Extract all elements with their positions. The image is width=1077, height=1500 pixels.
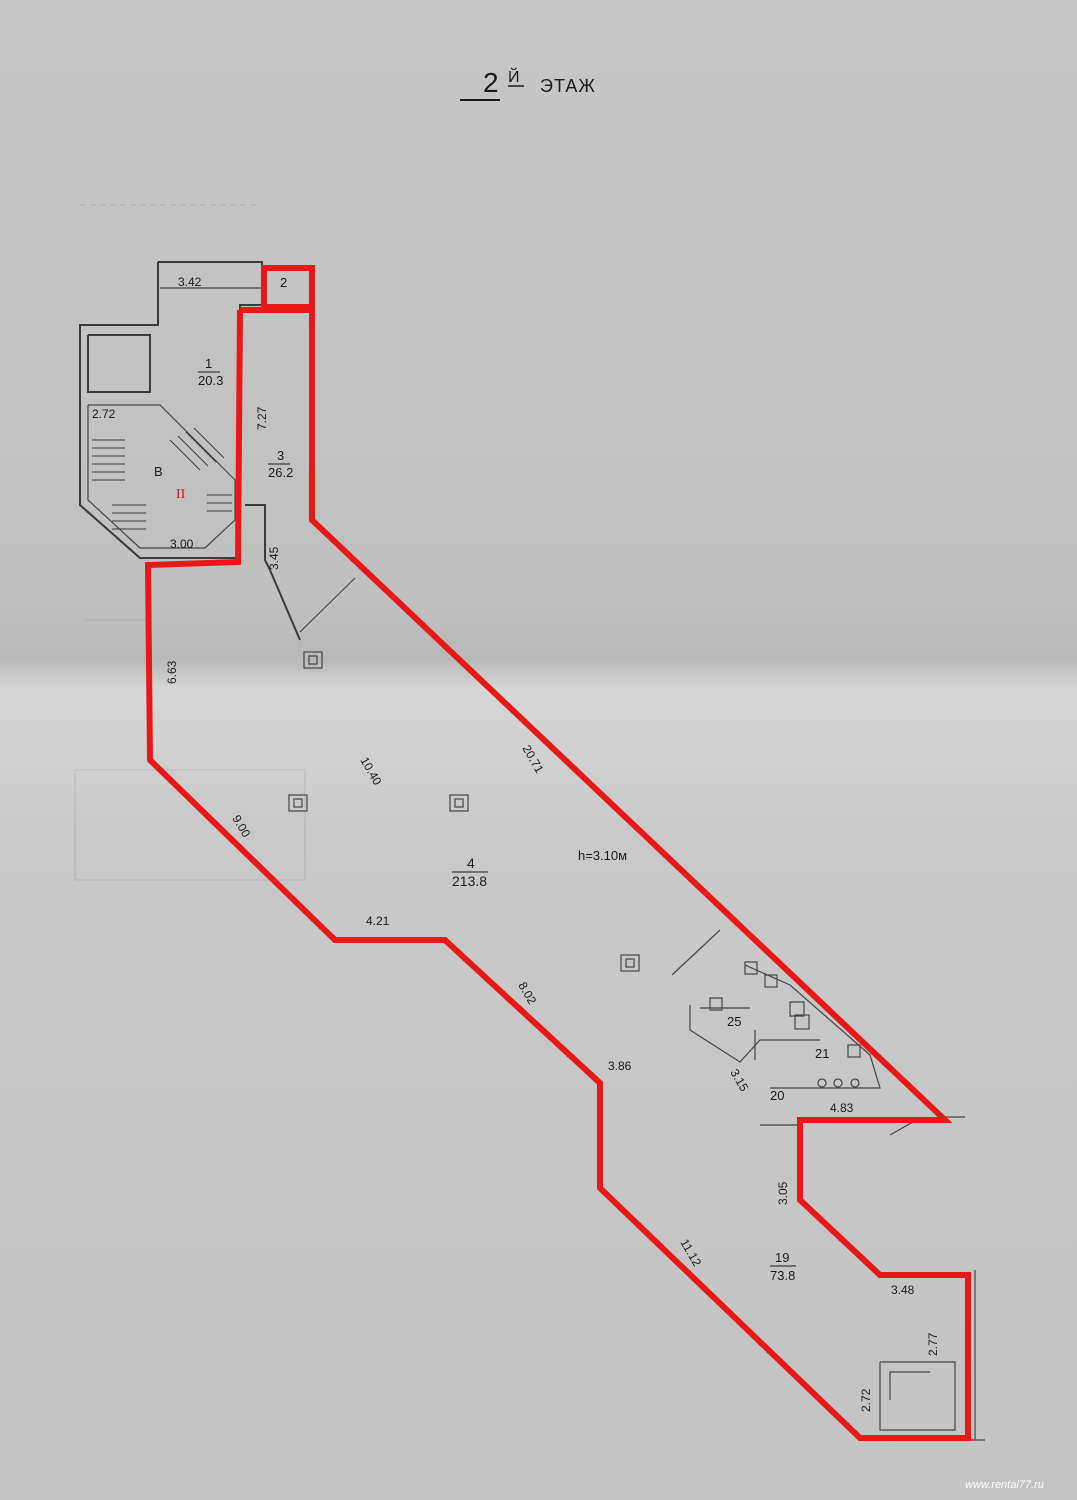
- dim-4-83: 4.83: [830, 1101, 854, 1115]
- dim-6-63: 6.63: [165, 660, 179, 684]
- dim-20-71: 20.71: [519, 743, 546, 776]
- room-2-label: 2: [280, 275, 287, 290]
- dimension-labels: 3.42 2.72 7.27 3.00 3.45 6.63 10.40 20.7…: [92, 275, 940, 1412]
- stair-block-letter: В: [154, 464, 163, 479]
- room-21-label: 21: [815, 1046, 829, 1061]
- dim-3-86: 3.86: [608, 1059, 632, 1073]
- page-title: 2 Й ЭТАЖ: [460, 67, 596, 101]
- floor-word: ЭТАЖ: [540, 76, 596, 96]
- svg-text:73.8: 73.8: [770, 1268, 795, 1283]
- highlight-room-2: [261, 265, 315, 310]
- dim-3-42: 3.42: [178, 275, 202, 289]
- room-25-label: 25: [727, 1014, 741, 1029]
- dim-4-21: 4.21: [366, 914, 390, 928]
- svg-text:4: 4: [467, 855, 475, 871]
- svg-text:213.8: 213.8: [452, 873, 487, 889]
- watermark: www.rental77.ru: [965, 1479, 1044, 1491]
- dim-10-40: 10.40: [357, 755, 384, 788]
- dim-7-27: 7.27: [255, 406, 269, 430]
- stair-roman-numeral: II: [176, 487, 186, 502]
- dim-3-48: 3.48: [891, 1283, 915, 1297]
- dim-3-00: 3.00: [170, 537, 194, 551]
- room-20-label: 20: [770, 1088, 784, 1103]
- columns: [288, 794, 640, 972]
- room-3-label: 3 26.2: [268, 448, 293, 480]
- dim-2-77: 2.77: [926, 1332, 940, 1356]
- room-1-label: 1 20.3: [198, 356, 223, 388]
- room-4-label: 4 213.8: [452, 855, 488, 889]
- svg-text:3: 3: [277, 448, 284, 463]
- floor-number: 2: [483, 67, 499, 98]
- svg-text:1: 1: [205, 356, 212, 371]
- background-smudges: [74, 204, 306, 881]
- dim-2-72-top: 2.72: [92, 407, 116, 421]
- dim-3-05: 3.05: [776, 1181, 790, 1205]
- wall-lines: [79, 261, 985, 1441]
- dim-8-02: 8.02: [515, 980, 539, 1008]
- highlight-rented-area: [144, 307, 971, 1441]
- svg-text:19: 19: [775, 1250, 789, 1265]
- ceiling-height: h=3.10м: [578, 848, 627, 863]
- dim-9-00: 9.00: [229, 813, 253, 841]
- svg-text:26.2: 26.2: [268, 465, 293, 480]
- dim-3-45: 3.45: [267, 546, 281, 570]
- floor-suffix: Й: [508, 67, 520, 86]
- dim-3-15: 3.15: [727, 1067, 751, 1095]
- svg-text:20.3: 20.3: [198, 373, 223, 388]
- dim-2-72-bottom: 2.72: [859, 1388, 873, 1412]
- room-19-label: 19 73.8: [770, 1250, 796, 1283]
